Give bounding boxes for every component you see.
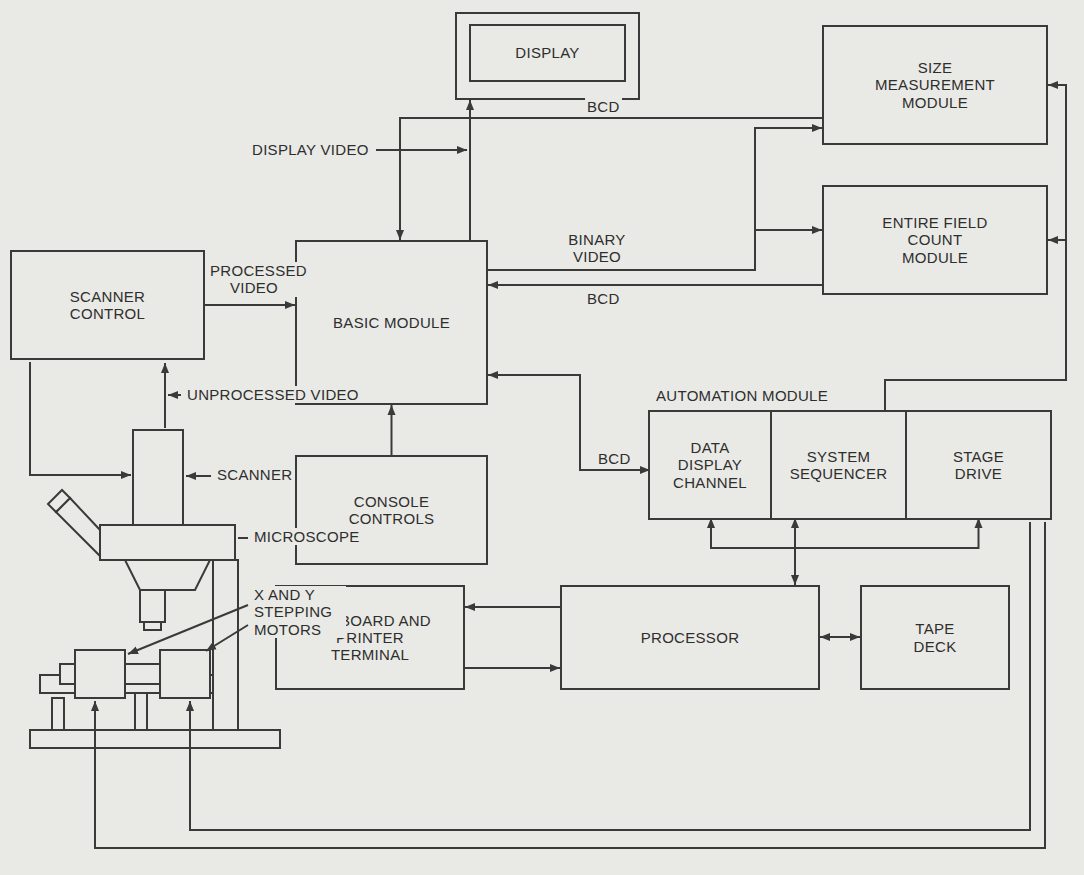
module-box: SCANNER CONTROL xyxy=(10,250,205,360)
scanner-drive-wire xyxy=(30,362,131,475)
stage-leg xyxy=(52,698,64,730)
box-label: SCANNER CONTROL xyxy=(53,288,163,323)
box-label: ENTIRE FIELD COUNT MODULE xyxy=(875,214,995,266)
signal-label: BINARY VIDEO xyxy=(560,231,634,266)
part-label: DISPLAY VIDEO xyxy=(250,141,371,158)
module-box: SYSTEM SEQUENCER xyxy=(772,412,907,518)
box-label: PROCESSOR xyxy=(641,629,740,646)
display-monitor: DISPLAY xyxy=(455,12,640,100)
part-label: SCANNER xyxy=(215,466,294,483)
objective-tip xyxy=(144,622,161,630)
module-box: BASIC MODULE xyxy=(295,240,488,405)
leader-arrow xyxy=(128,605,248,654)
leader-arrow xyxy=(186,475,211,477)
nosepiece xyxy=(125,560,210,590)
display-video-arrow xyxy=(376,149,467,151)
signal-label: PROCESSED VIDEO xyxy=(208,262,300,297)
microscope-base xyxy=(30,730,280,748)
signal-label: BCD xyxy=(596,450,633,467)
part-label: X AND Y STEPPING MOTORS xyxy=(252,586,346,638)
signal-connector xyxy=(488,284,822,286)
signal-connector xyxy=(391,405,393,455)
signal-connector xyxy=(794,518,796,585)
signal-connector xyxy=(465,606,560,608)
stage-leg xyxy=(135,693,147,730)
part-label: UNPROCESSED VIDEO xyxy=(185,386,361,403)
signal-connector xyxy=(488,375,650,470)
signal-connector xyxy=(400,118,822,240)
module-box: TAPE DECK xyxy=(860,585,1010,690)
scanner-tube xyxy=(133,430,183,525)
leader-line xyxy=(238,537,248,539)
motor-shaft xyxy=(125,664,160,684)
display-screen: DISPLAY xyxy=(469,24,626,82)
module-box: PROCESSOR xyxy=(560,585,820,690)
microscope-head xyxy=(100,525,235,560)
part-label: MICROSCOPE xyxy=(252,528,362,545)
module-group: AUTOMATION MODULEDATA DISPLAY CHANNELSYS… xyxy=(648,410,1052,520)
box-label: TAPE DECK xyxy=(900,620,970,655)
signal-connector xyxy=(488,128,822,270)
motor-drive-wire xyxy=(95,522,1045,848)
motor-drive-wire xyxy=(190,522,1030,830)
module-box: SIZE MEASUREMENT MODULE xyxy=(822,25,1048,145)
module-box: DATA DISPLAY CHANNEL xyxy=(650,412,772,518)
box-label: BASIC MODULE xyxy=(333,314,450,331)
signal-connector xyxy=(711,518,795,585)
signal-label: BCD xyxy=(585,98,622,115)
signal-connector xyxy=(795,518,979,585)
box-label: SYSTEM SEQUENCER xyxy=(784,448,894,483)
unprocessed-video-wire xyxy=(164,363,166,428)
box-label: CONSOLE CONTROLS xyxy=(337,493,447,528)
module-box: CONSOLE CONTROLS xyxy=(295,455,488,565)
signal-connector xyxy=(820,636,860,638)
leader-arrow xyxy=(206,625,248,651)
signal-connector xyxy=(205,304,295,306)
signal-connector xyxy=(465,667,560,669)
group-heading: AUTOMATION MODULE xyxy=(656,387,828,404)
motor-shaft xyxy=(60,664,75,684)
box-label: DATA DISPLAY CHANNEL xyxy=(660,439,760,491)
box-label: SIZE MEASUREMENT MODULE xyxy=(873,59,998,111)
leader-arrow xyxy=(168,394,181,396)
signal-connector xyxy=(469,100,471,240)
module-box: ENTIRE FIELD COUNT MODULE xyxy=(822,185,1048,295)
stepping-motor xyxy=(75,650,125,698)
eyepiece-cap xyxy=(48,490,70,512)
module-box: STAGE DRIVE xyxy=(907,412,1050,518)
signal-label: BCD xyxy=(585,290,622,307)
box-label: DISPLAY xyxy=(515,44,579,61)
objective xyxy=(140,590,165,622)
signal-connector xyxy=(488,230,822,270)
box-label: STAGE DRIVE xyxy=(939,448,1019,483)
stepping-motor xyxy=(160,650,210,698)
